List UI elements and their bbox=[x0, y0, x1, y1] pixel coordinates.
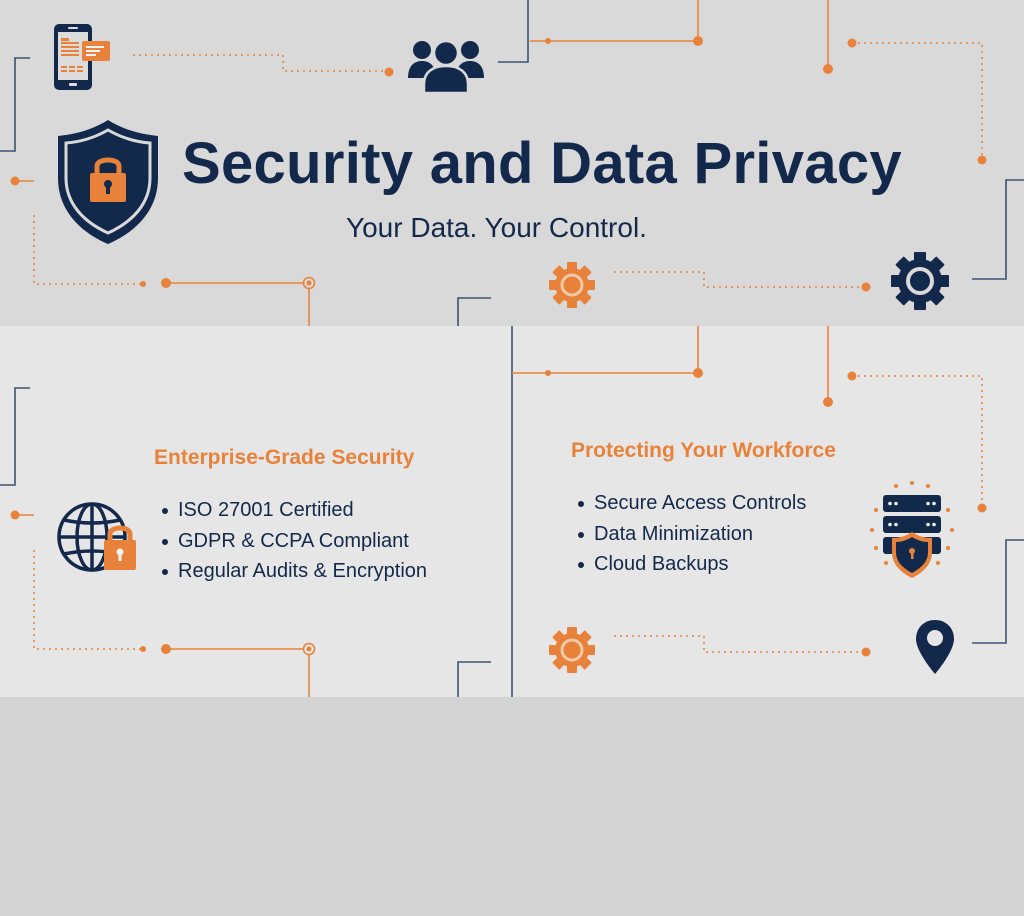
panel-heading: Enterprise-Grade Security bbox=[154, 446, 415, 469]
list-item: Secure Access Controls bbox=[578, 488, 806, 519]
globe-lock-icon bbox=[57, 502, 136, 572]
gear-orange-icon bbox=[549, 627, 595, 673]
location-pin-icon bbox=[916, 620, 954, 674]
users-group-icon bbox=[408, 39, 484, 94]
feature-list: ISO 27001 Certified GDPR & CCPA Complian… bbox=[162, 495, 427, 587]
gear-orange-icon bbox=[549, 262, 595, 308]
empty-area bbox=[0, 697, 1024, 916]
list-item: Data Minimization bbox=[578, 519, 806, 550]
list-item: Cloud Backups bbox=[578, 549, 806, 580]
server-shield-icon bbox=[870, 481, 954, 578]
gear-navy-icon bbox=[891, 252, 949, 310]
feature-list: Secure Access Controls Data Minimization… bbox=[578, 488, 806, 580]
shield-lock-icon bbox=[58, 120, 158, 244]
panel-heading: Protecting Your Workforce bbox=[571, 439, 836, 462]
list-item: ISO 27001 Certified bbox=[162, 495, 427, 526]
list-item: GDPR & CCPA Compliant bbox=[162, 526, 427, 557]
mobile-phone-icon bbox=[54, 24, 110, 90]
page-title: Security and Data Privacy bbox=[182, 131, 902, 196]
tagline: Your Data. Your Control. bbox=[346, 212, 647, 243]
list-item: Regular Audits & Encryption bbox=[162, 556, 427, 587]
